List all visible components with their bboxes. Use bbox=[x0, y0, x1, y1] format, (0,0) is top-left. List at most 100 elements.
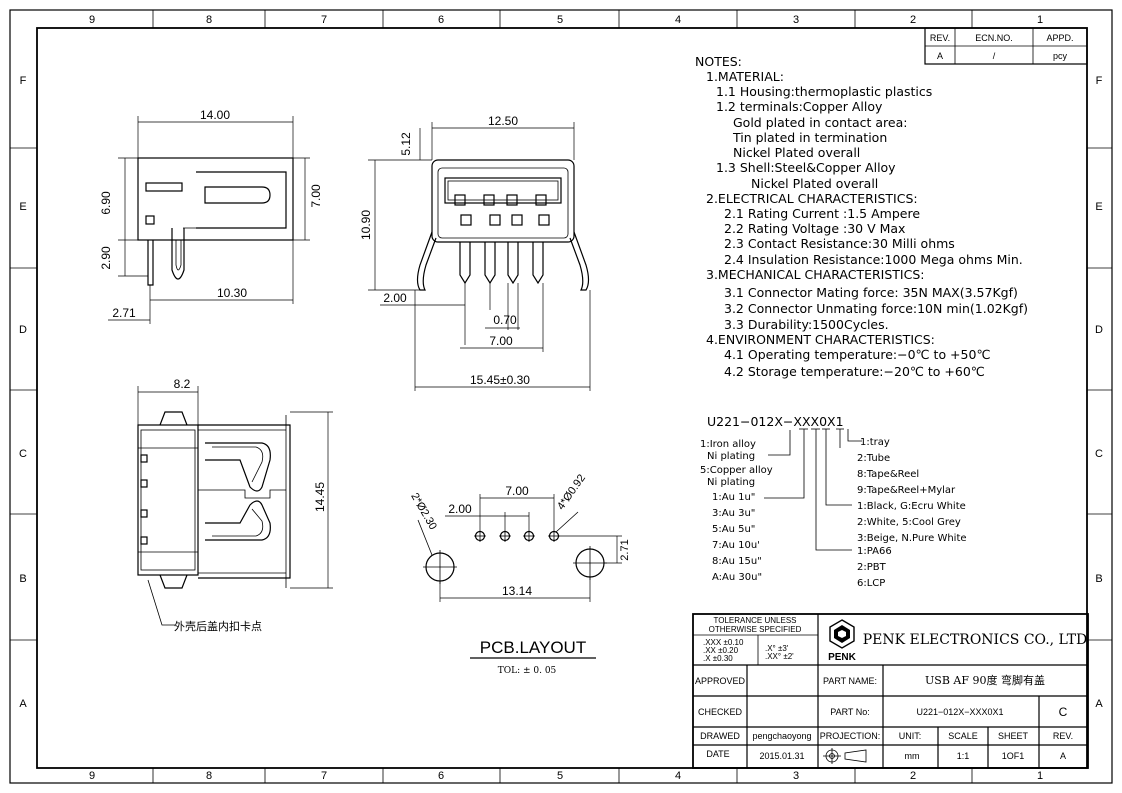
row-labels-right: F E D C B A bbox=[1095, 75, 1103, 710]
row-label: E bbox=[1095, 201, 1102, 213]
pcb-dim-2-71: 2.71 bbox=[619, 539, 631, 560]
option: 2:Tube bbox=[857, 453, 890, 464]
option: 8:Tape&Reel bbox=[857, 469, 919, 480]
drawed-label: DRAWED bbox=[700, 731, 740, 741]
dim-8-2: 8.2 bbox=[174, 377, 191, 391]
notes-line: 1.3 Shell:Steel&Copper Alloy bbox=[716, 160, 896, 175]
notes-line: 3.2 Connector Unmating force:10N min(1.0… bbox=[724, 301, 1028, 316]
scale-label: SCALE bbox=[948, 731, 978, 741]
notes-line: NOTES: bbox=[695, 54, 742, 69]
option: 2:White, 5:Cool Grey bbox=[857, 517, 961, 528]
row-label: B bbox=[1095, 573, 1102, 585]
top-view: 8.2 14.45 外壳后盖内扣卡点 bbox=[137, 377, 333, 633]
part-no: U221−012X−XXX0X1 bbox=[916, 707, 1003, 717]
col-label: 4 bbox=[675, 770, 681, 782]
notes-line: 1.2 terminals:Copper Alloy bbox=[716, 99, 883, 114]
notes-line: 2.2 Rating Voltage :30 V Max bbox=[724, 221, 905, 236]
dim-14-00: 14.00 bbox=[200, 108, 230, 122]
row-label: F bbox=[20, 75, 27, 87]
row-zones bbox=[10, 147, 1112, 641]
notes-line: 3.1 Connector Mating force: 35N MAX(3.57… bbox=[724, 285, 1018, 300]
option: A:Au 30u" bbox=[712, 572, 762, 583]
option: Ni plating bbox=[707, 477, 755, 488]
notes-line: 4.ENVIRONMENT CHARACTERISTICS: bbox=[706, 332, 935, 347]
option: 1:PA66 bbox=[857, 546, 892, 557]
notes-line: 2.ELECTRICAL CHARACTERISTICS: bbox=[706, 191, 918, 206]
rev-label: REV. bbox=[1053, 731, 1073, 741]
pcb-layout: 7.00 2.00 4*Ø0.92 2*Ø2.30 2.71 13.14 PCB… bbox=[408, 472, 631, 676]
dim-12-50: 12.50 bbox=[488, 114, 518, 128]
col-label: 4 bbox=[675, 14, 681, 26]
date-label: DATE bbox=[706, 749, 729, 759]
notes-line: 1.1 Housing:thermoplastic plastics bbox=[716, 84, 932, 99]
row-label: A bbox=[19, 698, 27, 710]
appd-value: pcy bbox=[1053, 51, 1068, 61]
option: Ni plating bbox=[707, 451, 755, 462]
logo-text: PENK bbox=[828, 652, 857, 663]
rev-value: A bbox=[937, 51, 943, 61]
revision-table: REV. ECN.NO. APPD. A / pcy bbox=[924, 27, 1088, 65]
approved-label: APPROVED bbox=[695, 676, 746, 686]
part-code: U221−012X−XXX0X1 bbox=[707, 414, 844, 429]
option: 8:Au 15u" bbox=[712, 556, 762, 567]
pcb-dim-7-00: 7.00 bbox=[505, 484, 529, 498]
projection-label: PROJECTION: bbox=[820, 731, 881, 741]
pcb-pin-hole-dia: 4*Ø0.92 bbox=[555, 472, 588, 512]
option: 2:PBT bbox=[857, 562, 887, 573]
col-label: 6 bbox=[438, 14, 444, 26]
notes-line: 1.MATERIAL: bbox=[706, 69, 784, 84]
option: 3:Au 3u" bbox=[712, 508, 755, 519]
col-label: 7 bbox=[321, 14, 327, 26]
dim-2-00: 2.00 bbox=[383, 291, 407, 305]
option: 1:Iron alloy bbox=[700, 439, 756, 450]
projection-symbol bbox=[823, 748, 867, 764]
unit-value: mm bbox=[905, 751, 920, 761]
pcb-dim-2-00: 2.00 bbox=[448, 502, 472, 516]
col-label: 8 bbox=[206, 14, 212, 26]
tolerance-title: TOLERANCE UNLESS bbox=[714, 616, 797, 625]
company-name: PENK ELECTRONICS CO., LTD bbox=[863, 632, 1088, 648]
notes: NOTES: 1.MATERIAL: 1.1 Housing:thermopla… bbox=[695, 54, 1028, 379]
row-label: A bbox=[1095, 698, 1103, 710]
dim-10-90: 10.90 bbox=[359, 210, 373, 240]
col-label: 5 bbox=[557, 14, 563, 26]
column-zones bbox=[152, 10, 973, 783]
drawing-size: C bbox=[1059, 705, 1068, 719]
option: 5:Copper alloy bbox=[700, 465, 773, 476]
pcb-tolerance: TOL: ± 0. 05 bbox=[498, 666, 557, 676]
row-label: D bbox=[19, 324, 27, 336]
shell-latch-callout: 外壳后盖内扣卡点 bbox=[174, 619, 262, 633]
dim-7-00: 7.00 bbox=[489, 334, 513, 348]
notes-line: 3.MECHANICAL CHARACTERISTICS: bbox=[706, 267, 925, 282]
option: 3:Beige, N.Pure White bbox=[857, 533, 967, 544]
dim-2-71: 2.71 bbox=[112, 306, 136, 320]
side-view: 14.00 6.90 7.00 2.90 10.30 2.71 bbox=[99, 108, 323, 324]
option: 9:Tape&Reel+Mylar bbox=[857, 485, 956, 496]
part-code-legend: U221−012X−XXX0X1 1:Iron alloy Ni plating… bbox=[700, 414, 967, 589]
notes-line: 2.1 Rating Current :1.5 Ampere bbox=[724, 206, 920, 221]
tol-x: .X ±0.30 bbox=[703, 654, 733, 663]
rev-value: A bbox=[1060, 751, 1066, 761]
col-label: 2 bbox=[910, 770, 916, 782]
checked-label: CHECKED bbox=[698, 707, 743, 717]
row-label: B bbox=[19, 573, 26, 585]
option: 7:Au 10u' bbox=[712, 540, 760, 551]
row-label: C bbox=[19, 448, 27, 460]
dim-15-45: 15.45±0.30 bbox=[470, 373, 530, 387]
col-label: 3 bbox=[793, 14, 799, 26]
drawer-name: pengchaoyong bbox=[752, 731, 811, 741]
tol-xx: .XX ±0.20 bbox=[703, 646, 739, 655]
option: 1:tray bbox=[860, 437, 890, 448]
notes-line: Nickel Plated overall bbox=[733, 145, 860, 160]
pcb-layout-title: PCB.LAYOUT bbox=[480, 638, 586, 657]
dim-7-00: 7.00 bbox=[309, 184, 323, 208]
option: 6:LCP bbox=[857, 578, 885, 589]
notes-line: 2.3 Contact Resistance:30 Milli ohms bbox=[724, 236, 955, 251]
tolerance-title2: OTHERWISE SPECIFIED bbox=[709, 625, 802, 634]
pcb-dim-13-14: 13.14 bbox=[502, 584, 532, 598]
column-labels-top: 9 8 7 6 5 4 3 2 1 bbox=[89, 14, 1043, 26]
sheet-label: SHEET bbox=[998, 731, 1029, 741]
title-block: TOLERANCE UNLESS OTHERWISE SPECIFIED .XX… bbox=[692, 613, 1089, 769]
pcb-mount-hole-dia: 2*Ø2.30 bbox=[408, 491, 439, 532]
tol-xxx: .XXX ±0.10 bbox=[703, 638, 744, 647]
